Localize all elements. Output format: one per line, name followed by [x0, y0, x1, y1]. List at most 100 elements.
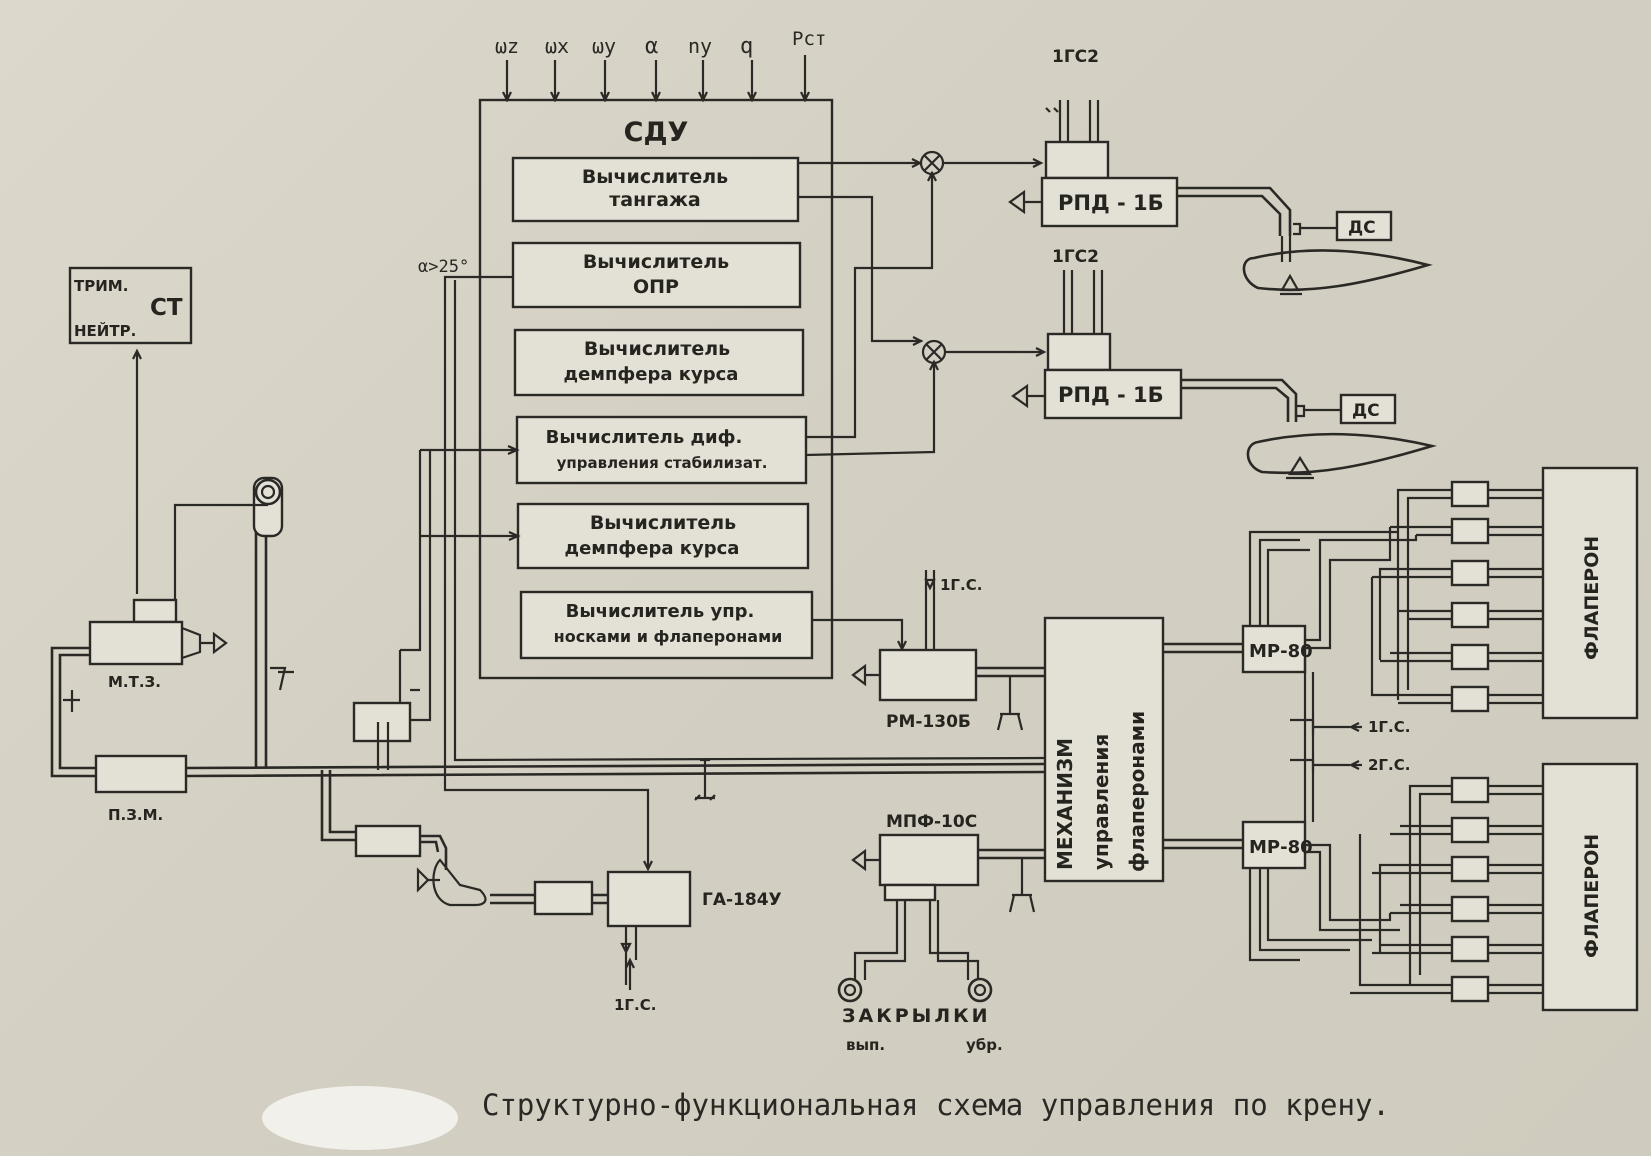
flaperon-top-group: ФЛАПЕРОН: [1248, 466, 1639, 720]
ds-bottom-label: ДС: [1352, 401, 1380, 421]
neutral-label: НЕЙТР.: [74, 321, 136, 340]
computer-yaw-damper-1: [513, 328, 805, 397]
mechanism-line2: управления: [1089, 734, 1113, 870]
flaperon-bottom-block: [1541, 762, 1639, 1012]
trim-code: СТ: [150, 295, 183, 321]
trim-label: ТРИМ.: [74, 277, 128, 295]
flaperon-top-actuator-3: [1450, 559, 1490, 587]
flaperon-bottom-label: ФЛАПЕРОН: [1581, 834, 1603, 958]
mr-80-top-label: МР-80: [1249, 641, 1313, 662]
flaps-extend-label: вып.: [846, 1036, 885, 1054]
input-arrows: [502, 55, 810, 103]
rpd-bottom-group: 1ГС2 РПД - 1Б ДС: [1011, 247, 1438, 480]
servo-box: [352, 701, 412, 743]
pzm-label: П.З.М.: [108, 806, 163, 824]
mtz-top: [132, 598, 178, 624]
flaperon-mechanism-block: [1043, 616, 1165, 883]
computer-diff-stab-line1: Вычислитель диф.: [546, 427, 743, 448]
rm-130b-block: [878, 648, 978, 702]
trim-signal-line: [132, 348, 142, 594]
mpf-10s-block: [878, 833, 980, 887]
flaperon-top-actuator-2: [1450, 517, 1490, 545]
ga-hydro-label: 1Г.С.: [614, 996, 656, 1014]
stabilizer-top-airfoil: [1242, 249, 1433, 292]
rpd-bottom-block: [1043, 368, 1183, 420]
ds-top-label: ДС: [1348, 218, 1376, 238]
mpf-10s-label: МПФ-10С: [886, 812, 977, 832]
computer-slats-flaperons-line2: носками и флаперонами: [554, 627, 783, 646]
flaperon-top-actuator-4: [1450, 601, 1490, 629]
flaperon-top-actuator-1: [1450, 480, 1490, 508]
input-q: q: [740, 34, 753, 59]
ga-pump-body: [432, 858, 487, 907]
alpha-lines: [392, 275, 1046, 872]
rpd-top-label: РПД - 1Б: [1058, 191, 1164, 215]
rm-130b-label: РМ-130Б: [886, 712, 971, 732]
computer-opr-line2: ОПР: [633, 276, 679, 298]
rm-motor-icon: [851, 663, 880, 687]
computer-yaw-damper-2-line1: Вычислитель: [590, 512, 736, 534]
rpd-bottom-label: РПД - 1Б: [1058, 383, 1164, 407]
page-stain: [262, 1086, 458, 1150]
flaps-title: ЗАКРЫЛКИ: [842, 1005, 991, 1027]
input-omega-x: ωx: [545, 34, 569, 58]
mtz-label: М.Т.З.: [108, 673, 161, 691]
stabilizer-top-pivot: [1280, 273, 1302, 296]
ga-chain: ГА-184У 1Г.С.: [320, 770, 782, 1014]
rpd-bottom-valve: [1046, 332, 1112, 372]
computer-slats-flaperons: [519, 590, 814, 660]
computer-yaw-damper-1-line2: демпфера курса: [564, 364, 739, 385]
mechanism-line1: МЕХАНИЗМ: [1053, 738, 1077, 870]
flaperon-bottom-actuator-3: [1450, 855, 1490, 883]
rpd-top-motor-icon: [1008, 189, 1042, 215]
rm-hydro-label: 1Г.С.: [940, 576, 982, 594]
ds-top-block: [1335, 210, 1393, 242]
flaperon-bottom-actuator-4: [1450, 895, 1490, 923]
flaperon-top-block: [1541, 466, 1639, 720]
mtz-block: [88, 620, 184, 666]
flaperon-top-actuator-6: [1450, 685, 1490, 713]
ds-bottom-block: [1339, 393, 1397, 425]
ga-184u-label: ГА-184У: [702, 890, 782, 910]
flaperon-bottom-actuator-6: [1450, 975, 1490, 1003]
computer-slats-flaperons-line1: Вычислитель упр.: [566, 601, 755, 622]
input-omega-z: ωz: [495, 34, 519, 58]
mpf-10s-group: МПФ-10С ЗАКРЫЛКИ вып. убр.: [837, 812, 1045, 1054]
flaperon-bottom-actuator-2: [1450, 816, 1490, 844]
stabilizer-bottom-pivot: [1286, 455, 1314, 480]
flaperon-bottom-actuator-1: [1450, 776, 1490, 804]
ga-motor-icon: [416, 867, 440, 893]
computer-pitch-line1: Вычислитель: [582, 166, 728, 188]
computer-pitch: [511, 156, 800, 223]
rpd-bottom-hydro-label: 1ГС2: [1052, 247, 1099, 267]
computer-yaw-damper-2-line2: демпфера курса: [565, 538, 740, 559]
flaperon-top-actuator-5: [1450, 643, 1490, 671]
ga-filter-block: [354, 824, 422, 858]
computer-opr: [511, 241, 802, 309]
pzm-block: [94, 754, 188, 794]
input-ny: ny: [688, 34, 712, 58]
sdu-output-lines: [798, 150, 1047, 457]
mr-80-bottom-label: МР-80: [1249, 837, 1313, 858]
flaperon-bottom-group: ФЛАПЕРОН: [1248, 762, 1639, 1012]
servo-unit-left: [352, 650, 420, 770]
input-omega-y: ωy: [592, 34, 616, 58]
mr-80-group: МР-80 МР-80 1Г.С. 2Г.С.: [1163, 624, 1410, 870]
hydro-2gs-label: 2Г.С.: [1368, 756, 1410, 774]
computer-opr-line1: Вычислитель: [583, 251, 729, 273]
flaps-retract-label: убр.: [966, 1036, 1003, 1054]
flaperon-top-label: ФЛАПЕРОН: [1581, 536, 1603, 660]
input-p-st: Pст: [792, 28, 826, 50]
rpd-bottom-motor-icon: [1011, 383, 1045, 409]
sdu-computers: Вычислитель тангажа Вычислитель ОПР Вычи…: [511, 156, 814, 660]
left-mechanics: М.Т.З. П.З.М.: [50, 476, 1046, 824]
ga-valve-block: [533, 880, 594, 916]
rm-130b-group: 1Г.С. РМ-130Б: [812, 570, 1045, 732]
rpd-top-hydro-label: 1ГС2: [1052, 47, 1099, 67]
flaps-retract-knob[interactable]: [967, 977, 993, 1003]
stabilizer-bottom-airfoil: [1246, 432, 1438, 475]
flaps-extend-knob[interactable]: [837, 977, 863, 1003]
mpf-motor-icon: [851, 848, 880, 872]
